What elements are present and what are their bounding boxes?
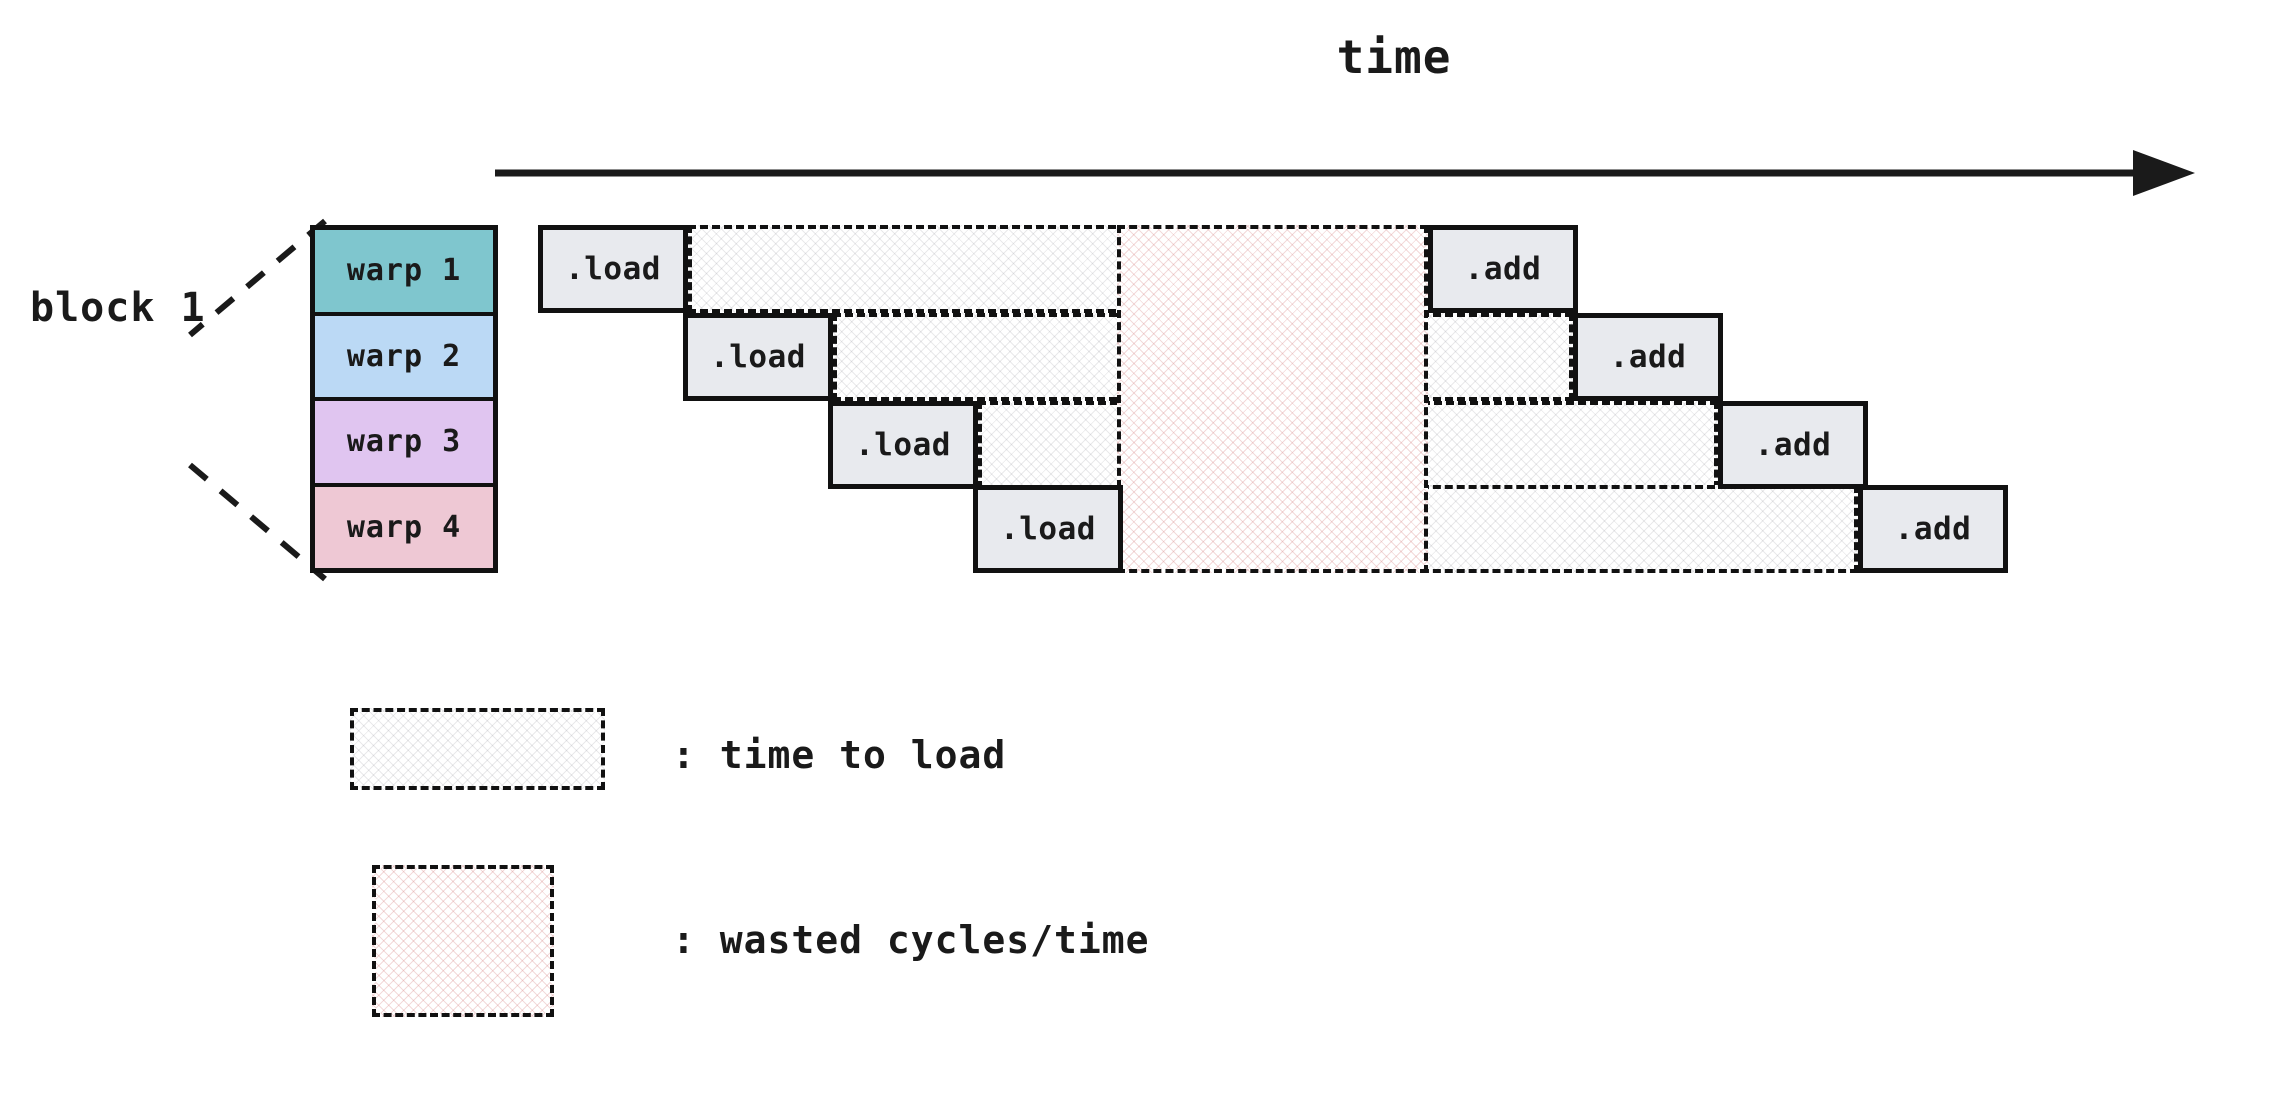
legend-swatch-wasted-cycles [372,865,554,1017]
warp-item-3[interactable]: warp 3 [315,401,493,487]
warp-label-3: warp 3 [346,424,462,460]
block-bracket-icon [188,218,327,582]
warp-label-1: warp 1 [346,253,462,289]
wasted-cycles-region [1117,225,1428,573]
warp-label-2: warp 2 [346,338,462,374]
time-axis-arrow [495,150,2195,196]
op-add-warp-4[interactable]: .add [1858,485,2008,573]
op-load-warp-4[interactable]: .load [973,485,1123,573]
warp-item-2[interactable]: warp 2 [315,315,493,401]
axis-title-text: time [1336,30,1452,84]
warp-item-1[interactable]: warp 1 [315,230,493,316]
op-load-warp-1[interactable]: .load [538,225,688,313]
op-add-warp-1[interactable]: .add [1428,225,1578,313]
op-add-warp-2[interactable]: .add [1573,313,1723,401]
block-label: block 1 [30,285,206,331]
timeline-chart: .load .add .load .add .load .add .load .add [538,225,2008,573]
warp-item-4[interactable]: warp 4 [315,486,493,568]
op-load-warp-3[interactable]: .load [828,401,978,489]
legend-label-time-to-load: : time to load [672,733,1007,777]
op-load-warp-2[interactable]: .load [683,313,833,401]
legend-label-wasted-cycles: : wasted cycles/time [672,918,1150,962]
warp-label-4: warp 4 [346,509,462,545]
legend-swatch-time-to-load [350,708,605,790]
page-title: time [0,30,2278,84]
warp-list: warp 1 warp 2 warp 3 warp 4 [310,225,498,573]
op-add-warp-3[interactable]: .add [1718,401,1868,489]
